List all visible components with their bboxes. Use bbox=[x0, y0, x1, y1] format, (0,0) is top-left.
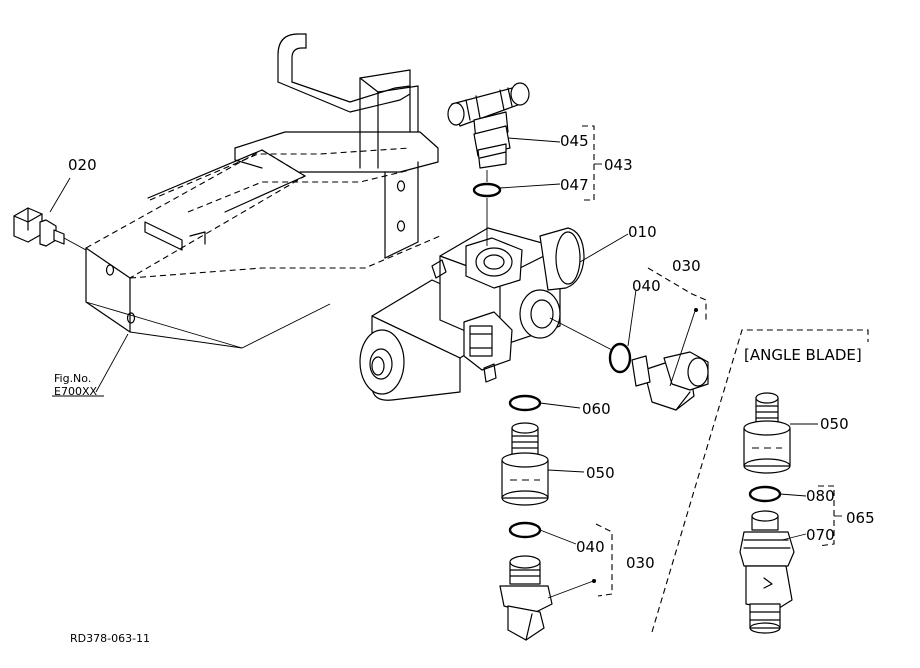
elbow-fitting-030-upper bbox=[631, 351, 709, 411]
angle-blade-label: [ANGLE BLADE] bbox=[744, 346, 862, 364]
callout-043: 043 bbox=[604, 156, 633, 174]
fig-ref-value: E700XX bbox=[54, 385, 97, 398]
callout-070: 070 bbox=[806, 526, 835, 544]
fig-ref-label: Fig.No. bbox=[54, 372, 91, 385]
callout-045: 045 bbox=[560, 132, 589, 150]
o-ring-040-upper bbox=[608, 342, 632, 374]
o-ring-040-lower bbox=[508, 521, 542, 539]
elbow-upper-dot bbox=[694, 308, 698, 312]
o-ring-080 bbox=[748, 485, 782, 503]
adapter-050-right bbox=[743, 392, 791, 474]
axis-line-right bbox=[549, 317, 613, 351]
callout-050-right: 050 bbox=[820, 415, 849, 433]
drawing-code: RD378-063-11 bbox=[70, 632, 150, 645]
callout-050-center: 050 bbox=[586, 464, 615, 482]
elbow-fitting-030-lower bbox=[499, 555, 553, 641]
elbow-lower-leader bbox=[547, 579, 597, 599]
elbow-lower-dot bbox=[592, 579, 596, 583]
callout-065: 065 bbox=[846, 509, 875, 527]
check-valve-070 bbox=[739, 510, 795, 634]
elbow-upper-leader bbox=[669, 307, 697, 387]
o-ring-047 bbox=[472, 182, 502, 198]
group-brackets bbox=[582, 125, 842, 597]
callout-060: 060 bbox=[582, 400, 611, 418]
callout-040-upper: 040 bbox=[632, 277, 661, 295]
callout-010: 010 bbox=[628, 223, 657, 241]
fig-ref-leader bbox=[95, 333, 129, 393]
mounting-bracket bbox=[85, 33, 441, 349]
solenoid-valve-010 bbox=[359, 227, 585, 401]
callout-047: 047 bbox=[560, 176, 589, 194]
callout-080: 080 bbox=[806, 487, 835, 505]
adapter-050-center bbox=[501, 422, 549, 506]
callout-020: 020 bbox=[68, 156, 97, 174]
bolt-020 bbox=[13, 207, 87, 251]
o-ring-060 bbox=[508, 394, 542, 412]
tee-fitting-045 bbox=[447, 82, 530, 169]
callout-030-lower: 030 bbox=[626, 554, 655, 572]
callout-030-upper: 030 bbox=[672, 257, 701, 275]
leaders bbox=[49, 137, 818, 545]
callout-040-lower: 040 bbox=[576, 538, 605, 556]
